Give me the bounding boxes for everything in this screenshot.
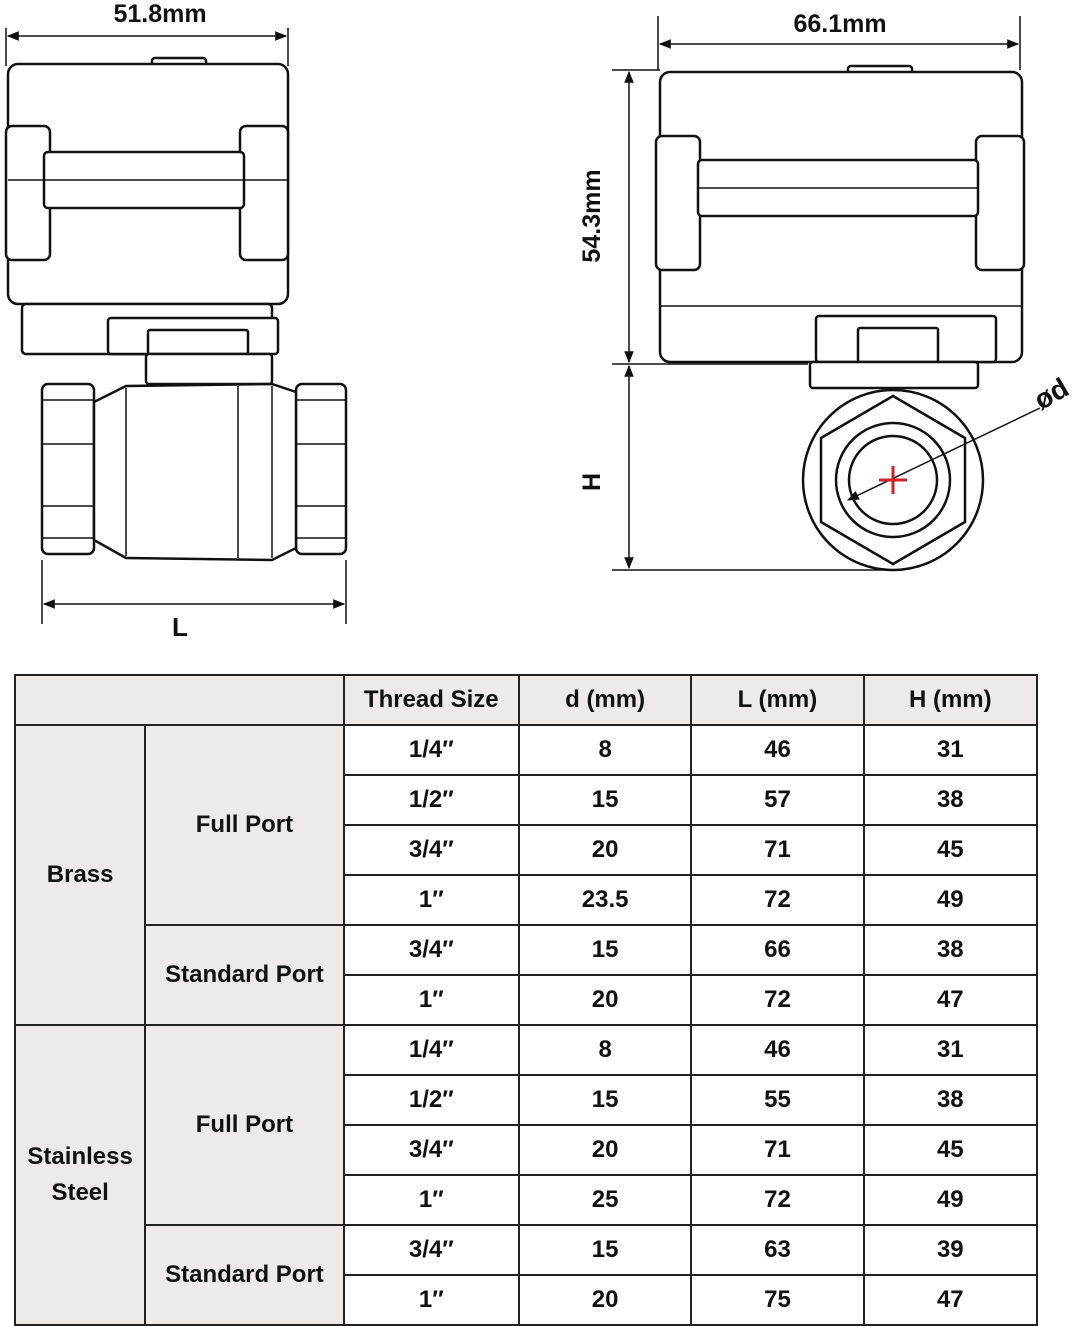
port-cell: Full Port xyxy=(144,724,345,926)
front-view xyxy=(4,28,348,624)
header-d: d (mm) xyxy=(517,674,693,726)
d-cell: 20 xyxy=(517,824,693,876)
table-row: Brass Full Port 1/4″ 8 46 31 xyxy=(13,724,1039,1026)
d-cell: 15 xyxy=(517,1224,693,1276)
material-name: Brass xyxy=(46,861,114,888)
h-cell: 49 xyxy=(862,1174,1039,1226)
thread-size-cell: 1″ xyxy=(342,874,520,926)
thread-size-cell: 1″ xyxy=(342,1174,520,1226)
material-name-line-2: Steel xyxy=(51,1179,109,1206)
spec-table: Thread Size d (mm) L (mm) H (mm) Brass F… xyxy=(13,674,1039,1326)
l-cell: 66 xyxy=(690,924,865,976)
l-cell: 72 xyxy=(690,1174,865,1226)
thread-size-cell: 1/4″ xyxy=(342,1024,520,1076)
l-cell: 63 xyxy=(690,1224,865,1276)
thread-size-cell: 3/4″ xyxy=(342,924,520,976)
l-cell: 72 xyxy=(690,874,865,926)
material-name-line-1: Stainless xyxy=(27,1143,133,1170)
h-cell: 47 xyxy=(862,1274,1039,1326)
l-cell: 72 xyxy=(690,974,865,1026)
l-cell: 46 xyxy=(690,1024,865,1076)
l-cell: 71 xyxy=(690,824,865,876)
material-cell: Stainless Steel xyxy=(13,1024,147,1326)
table-row: 1/2″ 15 57 38 xyxy=(15,774,1039,826)
h-cell: 49 xyxy=(862,874,1039,926)
h-cell: 47 xyxy=(862,974,1039,1026)
header-l: L (mm) xyxy=(690,674,865,726)
left-width-label: 51.8mm xyxy=(113,0,206,28)
header-h: H (mm) xyxy=(862,674,1039,726)
h-cell: 38 xyxy=(862,924,1039,976)
port-cell: Full Port xyxy=(144,1024,345,1226)
d-cell: 25 xyxy=(517,1174,693,1226)
l-cell: 46 xyxy=(690,724,865,776)
header-thread-size: Thread Size xyxy=(342,674,520,726)
material-cell: Brass xyxy=(13,724,147,1026)
height-label: H xyxy=(578,473,606,491)
d-cell: 15 xyxy=(517,774,693,826)
d-cell: 20 xyxy=(517,1124,693,1176)
d-cell: 15 xyxy=(517,924,693,976)
d-cell: 15 xyxy=(517,1074,693,1126)
right-width-label: 66.1mm xyxy=(793,10,886,38)
d-cell: 20 xyxy=(517,974,693,1026)
table-row: 3/4″ 20 71 45 xyxy=(15,824,1039,876)
side-view xyxy=(612,16,1041,572)
h-cell: 45 xyxy=(862,1124,1039,1176)
table-row: Stainless Steel Full Port 1/4″ 8 46 31 xyxy=(13,1024,1039,1326)
port-cell: Standard Port xyxy=(144,924,345,1026)
thread-size-cell: 1″ xyxy=(342,974,520,1026)
table-row: 1″ 23.5 72 49 xyxy=(15,874,1039,926)
d-cell: 23.5 xyxy=(517,874,693,926)
thread-size-cell: 3/4″ xyxy=(342,824,520,876)
thread-size-cell: 1/2″ xyxy=(342,774,520,826)
center-cross-icon xyxy=(879,466,907,494)
table-row: 1/2″ 15 55 38 xyxy=(15,1074,1039,1126)
d-cell: 20 xyxy=(517,1274,693,1326)
table-row: 1″ 20 72 47 xyxy=(15,974,1039,1026)
table-row: Standard Port 3/4″ 15 63 39 xyxy=(15,1224,1039,1326)
port-cell: Standard Port xyxy=(144,1224,345,1326)
thread-size-cell: 3/4″ xyxy=(342,1224,520,1276)
actuator-height-label: 54.3mm xyxy=(578,169,606,262)
d-cell: 8 xyxy=(517,1024,693,1076)
thread-size-cell: 3/4″ xyxy=(342,1124,520,1176)
length-label: L xyxy=(172,612,188,642)
diameter-label: ød xyxy=(1029,372,1074,416)
h-cell: 39 xyxy=(862,1224,1039,1276)
table-row: 1″ 25 72 49 xyxy=(15,1174,1039,1226)
l-cell: 57 xyxy=(690,774,865,826)
table-row: Standard Port 3/4″ 15 66 38 xyxy=(15,924,1039,1026)
h-cell: 38 xyxy=(862,1074,1039,1126)
d-cell: 8 xyxy=(517,724,693,776)
h-cell: 38 xyxy=(862,774,1039,826)
l-cell: 75 xyxy=(690,1274,865,1326)
thread-size-cell: 1/4″ xyxy=(342,724,520,776)
h-cell: 45 xyxy=(862,824,1039,876)
table-row: 3/4″ 20 71 45 xyxy=(15,1124,1039,1176)
valve-dimension-drawing: 51.8mm L 66.1mm xyxy=(4,0,1074,642)
thread-size-cell: 1″ xyxy=(342,1274,520,1326)
header-blank xyxy=(14,674,345,726)
table-header-row: Thread Size d (mm) L (mm) H (mm) xyxy=(14,674,1039,726)
l-cell: 55 xyxy=(690,1074,865,1126)
l-cell: 71 xyxy=(690,1124,865,1176)
h-cell: 31 xyxy=(862,1024,1039,1076)
h-cell: 31 xyxy=(862,724,1039,776)
thread-size-cell: 1/2″ xyxy=(342,1074,520,1126)
